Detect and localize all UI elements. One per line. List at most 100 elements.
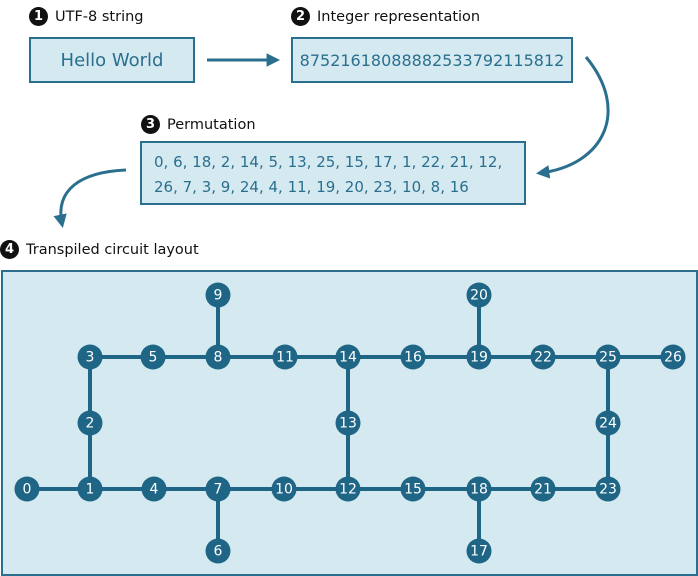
qubit-circle — [205, 282, 231, 308]
qubit-circle — [400, 476, 426, 502]
qubit-circle — [466, 344, 492, 370]
step-3-label: Permutation — [167, 116, 256, 133]
step-1-badge: 1 — [29, 7, 48, 26]
qubit-label: 12 — [339, 482, 357, 498]
qubit-label: 25 — [599, 350, 617, 366]
qubit-label: 15 — [404, 482, 422, 498]
qubit-circle — [205, 538, 231, 564]
qubit-circle — [141, 476, 167, 502]
qubit-circle — [530, 476, 556, 502]
qubit-circle — [660, 344, 686, 370]
qubit-node-11: 11 — [272, 344, 298, 370]
permutation-line-2: 26, 7, 3, 9, 24, 4, 11, 19, 20, 23, 10, … — [154, 178, 469, 196]
qubit-node-7: 7 — [205, 476, 231, 502]
qubit-circle — [140, 344, 166, 370]
qubit-node-2: 2 — [77, 410, 103, 436]
qubit-node-8: 8 — [205, 344, 231, 370]
qubit-node-17: 17 — [466, 538, 492, 564]
qubit-node-16: 16 — [400, 344, 426, 370]
qubit-label: 4 — [150, 482, 159, 498]
utf8-string-box: Hello World — [29, 37, 195, 83]
qubit-label: 16 — [404, 350, 422, 366]
qubit-node-9: 9 — [205, 282, 231, 308]
qubit-label: 7 — [214, 482, 223, 498]
qubit-circle — [335, 344, 361, 370]
qubit-label: 23 — [599, 482, 617, 498]
qubit-circle — [77, 476, 103, 502]
integer-representation-box: 87521618088882533792115812 — [291, 37, 573, 83]
qubit-label: 20 — [470, 288, 488, 304]
step-4-label: Transpiled circuit layout — [26, 241, 199, 258]
qubit-label: 17 — [470, 544, 488, 560]
qubit-circle — [205, 476, 231, 502]
qubit-label: 3 — [86, 350, 95, 366]
qubit-circle — [77, 344, 103, 370]
qubit-circle — [400, 344, 426, 370]
permutation-line-1: 0, 6, 18, 2, 14, 5, 13, 25, 15, 17, 1, 2… — [154, 153, 503, 171]
qubit-label: 18 — [470, 482, 488, 498]
qubit-node-25: 25 — [595, 344, 621, 370]
qubit-node-0: 0 — [14, 476, 40, 502]
qubit-circle — [272, 344, 298, 370]
qubit-circle — [466, 476, 492, 502]
qubit-circle — [595, 344, 621, 370]
qubit-node-22: 22 — [530, 344, 556, 370]
qubit-label: 9 — [214, 288, 223, 304]
qubit-label: 8 — [214, 350, 223, 366]
qubit-node-1: 1 — [77, 476, 103, 502]
qubit-label: 19 — [470, 350, 488, 366]
qubit-label: 0 — [23, 482, 32, 498]
step-4-badge: 4 — [0, 240, 19, 259]
qubit-label: 24 — [599, 416, 617, 432]
qubit-label: 5 — [149, 350, 158, 366]
qubit-node-21: 21 — [530, 476, 556, 502]
utf8-string-value: Hello World — [60, 49, 164, 71]
step-3-heading: 3 Permutation — [141, 115, 256, 134]
step-3-badge: 3 — [141, 115, 160, 134]
qubit-node-20: 20 — [466, 282, 492, 308]
qubit-node-6: 6 — [205, 538, 231, 564]
qubit-node-14: 14 — [335, 344, 361, 370]
qubit-label: 6 — [214, 544, 223, 560]
qubit-node-26: 26 — [660, 344, 686, 370]
qubit-circle — [466, 538, 492, 564]
qubit-label: 14 — [339, 350, 357, 366]
step-1-label: UTF-8 string — [55, 8, 144, 25]
step-4-heading: 4 Transpiled circuit layout — [0, 240, 199, 259]
qubit-circle — [595, 476, 621, 502]
qubit-label: 26 — [664, 350, 682, 366]
integer-representation-value: 87521618088882533792115812 — [299, 50, 565, 70]
qubit-circle — [335, 476, 361, 502]
qubit-circle — [205, 344, 231, 370]
step-1-heading: 1 UTF-8 string — [29, 7, 144, 26]
qubit-node-24: 24 — [595, 410, 621, 436]
qubit-node-3: 3 — [77, 344, 103, 370]
qubit-label: 11 — [276, 350, 294, 366]
qubit-node-5: 5 — [140, 344, 166, 370]
qubit-circle — [595, 410, 621, 436]
qubit-label: 2 — [86, 416, 95, 432]
qubit-label: 22 — [534, 350, 552, 366]
qubit-circle — [530, 344, 556, 370]
qubit-circle — [77, 410, 103, 436]
permutation-box: 0, 6, 18, 2, 14, 5, 13, 25, 15, 17, 1, 2… — [140, 141, 526, 205]
qubit-label: 21 — [534, 482, 552, 498]
step-2-heading: 2 Integer representation — [291, 7, 480, 26]
qubit-circle — [466, 282, 492, 308]
qubit-label: 13 — [339, 416, 357, 432]
step-2-label: Integer representation — [317, 8, 481, 25]
qubit-label: 10 — [275, 482, 293, 498]
qubit-circle — [271, 476, 297, 502]
step-2-badge: 2 — [291, 7, 310, 26]
arrow-permutation-to-circuit — [53, 168, 127, 228]
arrow-integer-to-permutation — [535, 56, 610, 179]
qubit-node-10: 10 — [271, 476, 297, 502]
qubit-circle — [335, 410, 361, 436]
qubit-node-12: 12 — [335, 476, 361, 502]
qubit-node-4: 4 — [141, 476, 167, 502]
qubit-node-18: 18 — [466, 476, 492, 502]
qubit-node-15: 15 — [400, 476, 426, 502]
qubit-label: 1 — [86, 482, 95, 498]
